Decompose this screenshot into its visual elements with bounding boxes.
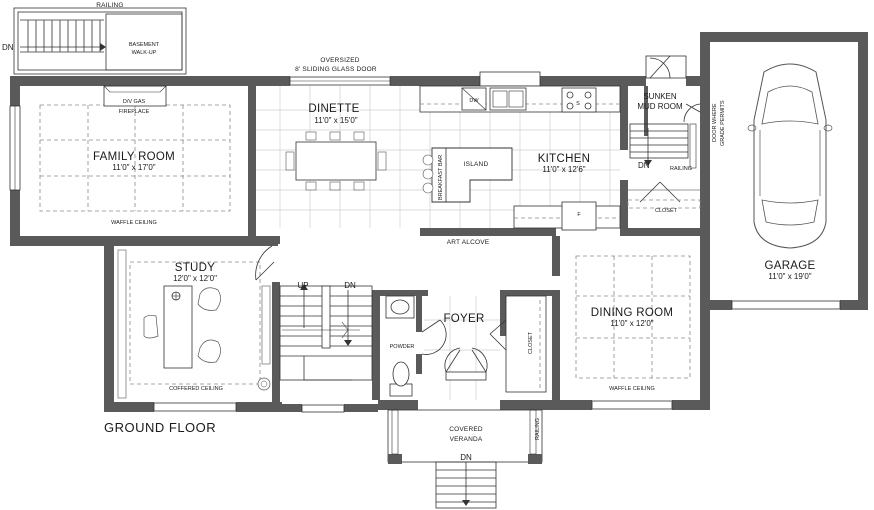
railing-veranda-label: RAILING xyxy=(535,418,541,440)
family-room xyxy=(39,85,231,212)
dinette-label: DINETTE xyxy=(308,103,359,115)
sliding-door-label-2: 8' SLIDING GLASS DOOR xyxy=(295,66,377,73)
railing-top-label: RAILING xyxy=(96,2,123,9)
family-room-dim: 11'0" x 17'0" xyxy=(112,163,155,172)
garage-label: GARAGE xyxy=(764,260,815,272)
covered-veranda xyxy=(387,409,543,509)
powder-door xyxy=(421,319,447,355)
mud-room-exterior-door xyxy=(645,55,687,79)
dn-left-label: DN xyxy=(2,43,14,52)
interior-walls xyxy=(248,86,700,402)
study-door xyxy=(255,245,275,281)
dining-room-label: DINING ROOM xyxy=(591,307,674,319)
stove-label: S xyxy=(576,101,580,107)
exterior-walls xyxy=(10,32,868,412)
study-desk xyxy=(143,285,271,391)
powder-label: POWDER xyxy=(390,344,415,350)
fireplace-label: FIREPLACE xyxy=(119,109,150,115)
floor-title: GROUND FLOOR xyxy=(104,420,216,435)
main-stairs xyxy=(279,284,373,381)
door-grade-label-1: DOOR WHERE xyxy=(712,103,718,142)
dinette-table xyxy=(285,131,387,191)
basement-stairs xyxy=(20,19,106,53)
fridge-label: F xyxy=(577,212,581,218)
up-label: UP xyxy=(297,281,308,290)
kitchen-counters xyxy=(419,85,621,231)
coffered-ceiling-label: COFFERED CEILING xyxy=(169,386,223,392)
basement-walkup-label-1: BASEMENT xyxy=(129,42,160,48)
mud-room xyxy=(627,55,701,209)
closet-doors-mud xyxy=(627,181,701,209)
dn-stair-label: DN xyxy=(344,281,356,290)
sliding-door-label-1: OVERSIZED xyxy=(320,57,359,64)
sink xyxy=(489,87,527,111)
sunken-label: SUNKEN xyxy=(643,92,677,101)
dining-waffle-label: WAFFLE CEILING xyxy=(609,386,655,392)
garage-dim: 11'0" x 19'0" xyxy=(768,272,811,281)
mud-room-door xyxy=(683,103,701,123)
labels: RAILING DN BASEMENT WALK-UP OVERSIZED 8'… xyxy=(2,2,815,462)
door-grade-label-2: GRADE PERMITS xyxy=(720,100,726,146)
dv-gas-label: D/V GAS xyxy=(123,99,146,105)
dishwasher-label: DW xyxy=(469,98,479,104)
art-alcove-label: ART ALCOVE xyxy=(447,239,490,246)
mud-room-stairs xyxy=(629,123,689,166)
car xyxy=(747,63,833,249)
study-label: STUDY xyxy=(175,262,216,274)
front-doors xyxy=(444,347,488,381)
basement-walkup-label-2: WALK-UP xyxy=(132,50,157,56)
windows xyxy=(9,71,841,413)
toilet xyxy=(389,361,413,397)
dn-veranda-label: DN xyxy=(460,453,472,462)
fireplace xyxy=(103,85,167,107)
kitchen-label: KITCHEN xyxy=(538,153,591,165)
family-room-label: FAMILY ROOM xyxy=(93,151,175,163)
powder-room xyxy=(385,295,415,397)
basement-walkup xyxy=(13,7,187,75)
railing-mud-label: RAILING xyxy=(670,166,692,172)
closet-mud-label: CLOSET xyxy=(655,208,678,214)
mud-room-label: MUD ROOM xyxy=(637,102,683,111)
kitchen-dim: 11'0" x 12'6" xyxy=(542,165,585,174)
study xyxy=(117,245,275,399)
powder-sink xyxy=(385,295,415,319)
dining-room-dim: 11'0" x 12'0" xyxy=(610,319,653,328)
foyer-closet xyxy=(489,295,547,393)
study-dim: 12'0" x 12'0" xyxy=(173,274,217,283)
veranda-steps xyxy=(435,461,497,509)
foyer-label: FOYER xyxy=(443,313,484,325)
garage xyxy=(747,63,833,249)
closet-foyer-label: CLOSET xyxy=(528,331,534,354)
family-waffle-label: WAFFLE CEILING xyxy=(111,220,157,226)
island-label: ISLAND xyxy=(464,161,489,168)
kitchen-island xyxy=(422,147,513,203)
foyer xyxy=(421,295,547,400)
breakfast-bar-label: BREAKFAST BAR xyxy=(438,155,444,200)
stove xyxy=(561,87,597,113)
covered-label: COVERED xyxy=(449,426,483,433)
dinette-dim: 11'0" x 15'0" xyxy=(314,116,357,125)
veranda-label: VERANDA xyxy=(450,436,483,443)
dining-room xyxy=(575,255,691,379)
dn-mud-label: DN xyxy=(638,161,650,170)
